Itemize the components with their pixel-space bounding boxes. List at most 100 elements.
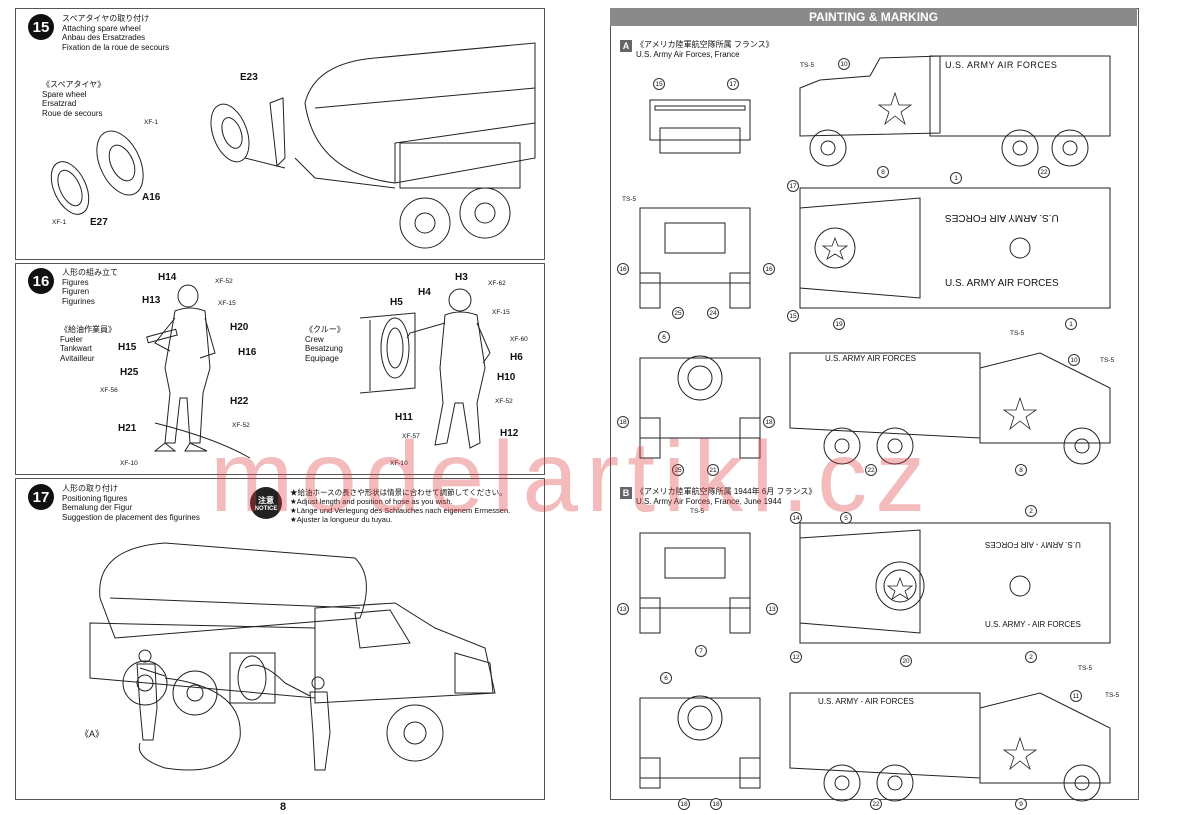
marking-a-side-2: U.S. ARMY AIR FORCES (825, 354, 916, 363)
ts5-a1: TS-5 (800, 62, 815, 69)
step-16-illustration (146, 284, 491, 459)
part-a16: A16 (142, 192, 161, 203)
part-h10: H10 (497, 372, 516, 383)
part-h12: H12 (500, 428, 519, 439)
painting-illustrations (639, 55, 1111, 802)
marking-num: 25 (672, 307, 684, 319)
marking-num: 22 (865, 464, 877, 476)
part-h6: H6 (510, 352, 523, 363)
marking-a-side-1: U.S. ARMY AIR FORCES (945, 60, 1058, 70)
part-h20: H20 (230, 322, 249, 333)
step-16-title: 人形の組み立て Figures Figuren Figurines (62, 268, 118, 306)
marking-num: 24 (707, 307, 719, 319)
marking-num: 14 (790, 512, 802, 524)
paint-xf52-b: XF-52 (232, 422, 250, 429)
paint-xf52-a: XF-52 (215, 278, 233, 285)
marking-num: 21 (707, 464, 719, 476)
marking-num: 11 (1070, 690, 1082, 702)
part-h14: H14 (158, 272, 177, 283)
marking-num: 13 (617, 603, 629, 615)
painting-header: PAINTING & MARKING (610, 8, 1137, 26)
paint-xf10-b: XF-10 (390, 460, 408, 467)
marking-a-top-2: U.S. ARMY AIR FORCES (945, 278, 1059, 289)
paint-xf10-a: XF-10 (120, 460, 138, 467)
scheme-b-title: 《アメリカ陸軍航空隊所属 1944年 6月 フランス》 U.S. Army Ai… (636, 487, 817, 506)
marking-num: 8 (1015, 464, 1027, 476)
step-17-panel (15, 478, 545, 800)
label-a: 《A》 (80, 729, 105, 739)
part-h21: H21 (118, 423, 137, 434)
notice-jp: 注意 (258, 495, 274, 505)
ts5-a3: TS-5 (1010, 330, 1025, 337)
fueler-label: 《給油作業員》 Fueler Tankwart Avitailleur (60, 325, 116, 363)
step-16-panel (15, 263, 545, 475)
marking-num: 1 (1065, 318, 1077, 330)
step-15-illustration (50, 42, 536, 249)
step-17-illustration (89, 542, 496, 771)
marking-num: 22 (870, 798, 882, 810)
marking-b-top-2: U.S. ARMY - AIR FORCES (985, 620, 1081, 629)
marking-num: 15 (653, 78, 665, 90)
ts5-b2: TS-5 (1078, 665, 1093, 672)
paint-xf1-a: XF-1 (144, 119, 159, 126)
marking-num: 20 (900, 655, 912, 667)
part-h13: H13 (142, 295, 161, 306)
marking-num: 16 (617, 263, 629, 275)
marking-num: 13 (766, 603, 778, 615)
ts5-a2: TS-5 (622, 196, 637, 203)
marking-num: 7 (695, 645, 707, 657)
step-15-subtitle: 《スペアタイヤ》 Spare wheel Ersatzrad Roue de s… (42, 80, 106, 118)
marking-num: 2 (1025, 505, 1037, 517)
paint-xf15-a: XF-15 (218, 300, 236, 307)
marking-b-side: U.S. ARMY - AIR FORCES (818, 697, 914, 706)
part-h5: H5 (390, 297, 403, 308)
paint-xf15-b: XF-15 (492, 309, 510, 316)
marking-num: 6 (658, 331, 670, 343)
paint-xf56: XF-56 (100, 387, 118, 394)
ts5-a4: TS-5 (1100, 357, 1115, 364)
marking-num: 12 (790, 651, 802, 663)
notice-text: ★給油ホースの長さや形状は情景に合わせて調節してください。 ★Adjust le… (290, 488, 511, 524)
paint-xf62: XF-62 (488, 280, 506, 287)
marking-num: 18 (763, 416, 775, 428)
part-h3: H3 (455, 272, 468, 283)
marking-num: 18 (710, 798, 722, 810)
paint-xf57: XF-57 (402, 433, 420, 440)
scheme-a-tag: A (620, 40, 632, 52)
marking-num: 19 (833, 318, 845, 330)
marking-num: 17 (787, 180, 799, 192)
scheme-b-tag: B (620, 487, 632, 499)
ts5-b3: TS-5 (1105, 692, 1120, 699)
scheme-a-title: 《アメリカ陸軍航空隊所属 フランス》 U.S. Army Air Forces,… (636, 40, 774, 59)
paint-xf1-b: XF-1 (52, 219, 67, 226)
part-e27: E27 (90, 217, 108, 228)
step-15-number: 15 (28, 14, 54, 40)
part-h16: H16 (238, 347, 257, 358)
marking-num: 10 (1068, 354, 1080, 366)
marking-num: 25 (672, 464, 684, 476)
paint-xf60: XF-60 (510, 336, 528, 343)
marking-num: 18 (617, 416, 629, 428)
part-h11: H11 (395, 412, 413, 423)
marking-num: 8 (877, 166, 889, 178)
part-e23: E23 (240, 72, 258, 83)
marking-num: 16 (763, 263, 775, 275)
page-number: 8 (280, 801, 287, 813)
marking-num: 22 (1038, 166, 1050, 178)
step-15-title: スペアタイヤの取り付け Attaching spare wheel Anbau … (62, 14, 170, 52)
marking-num: 2 (1025, 651, 1037, 663)
marking-num: 1 (950, 172, 962, 184)
part-h25: H25 (120, 367, 139, 378)
marking-num: 5 (840, 512, 852, 524)
marking-num: 10 (838, 58, 850, 70)
paint-xf52-c: XF-52 (495, 398, 513, 405)
crew-label: 《クルー》 Crew Besatzung Equipage (305, 325, 345, 363)
notice-badge: 注意 NOTICE (250, 487, 282, 519)
part-h22: H22 (230, 396, 249, 407)
marking-num: 15 (787, 310, 799, 322)
notice-en: NOTICE (254, 505, 278, 512)
part-h15: H15 (118, 342, 137, 353)
step-17-title: 人形の取り付け Positioning figures Bemalung der… (62, 484, 200, 522)
step-17-number: 17 (28, 484, 54, 510)
marking-num: 17 (727, 78, 739, 90)
